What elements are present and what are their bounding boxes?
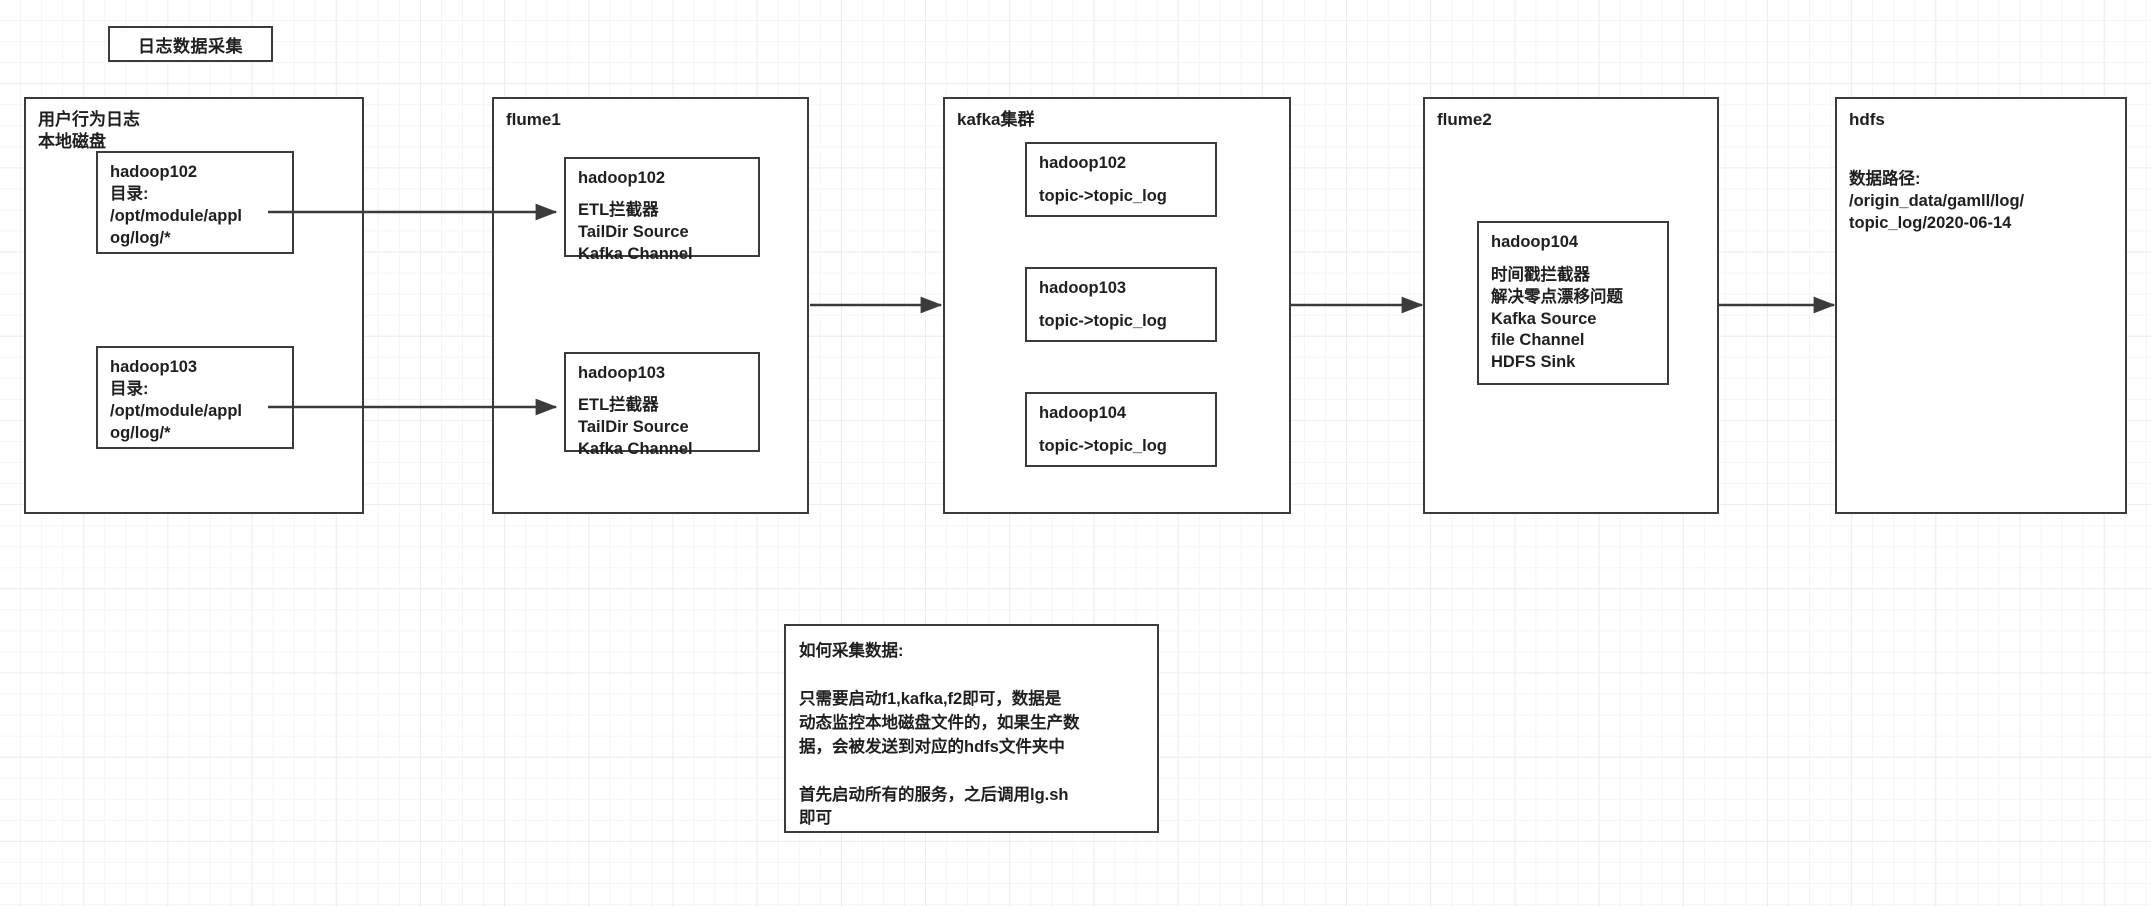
node-kafka-hadoop102-title: hadoop102	[1039, 154, 1127, 172]
node-flume1-hadoop102-body: ETL拦截器 TailDir Source Kafka Channel	[578, 201, 693, 263]
node-source-hadoop102-body: 目录: /opt/module/appl og/log/*	[110, 185, 242, 247]
node-kafka-hadoop104-body: topic->topic_log	[1039, 437, 1167, 455]
node-source-hadoop102[interactable]: hadoop102 目录: /opt/module/appl og/log/*	[96, 151, 294, 254]
diagram-title-label: 日志数据采集	[138, 36, 243, 56]
node-kafka-hadoop103[interactable]: hadoop103 topic->topic_log	[1025, 267, 1217, 342]
node-flume1-hadoop103-body: ETL拦截器 TailDir Source Kafka Channel	[578, 396, 693, 458]
node-flume1-hadoop103[interactable]: hadoop103 ETL拦截器 TailDir Source Kafka Ch…	[564, 352, 760, 458]
node-source-hadoop103[interactable]: hadoop103 目录: /opt/module/appl og/log/*	[96, 346, 294, 449]
diagram-title-box[interactable]: 日志数据采集	[108, 26, 273, 62]
node-flume2-hadoop104[interactable]: hadoop104 时间戳拦截器 解决零点漂移问题 Kafka Source f…	[1477, 221, 1669, 385]
node-source-hadoop103-title: hadoop103	[110, 358, 198, 376]
node-flume2-hadoop104-body: 时间戳拦截器 解决零点漂移问题 Kafka Source file Channe…	[1491, 266, 1623, 372]
node-kafka-hadoop104-title: hadoop104	[1039, 404, 1127, 422]
how-to-collect-note-box[interactable]: 如何采集数据: 只需要启动f1,kafka,f2即可，数据是 动态监控本地磁盘文…	[784, 624, 1159, 833]
node-flume1-hadoop102[interactable]: hadoop102 ETL拦截器 TailDir Source Kafka Ch…	[564, 157, 760, 263]
node-kafka-hadoop102[interactable]: hadoop102 topic->topic_log	[1025, 142, 1217, 217]
stage-kafka-container[interactable]: kafka集群 hadoop102 topic->topic_log hadoo…	[943, 97, 1291, 514]
node-kafka-hadoop103-title: hadoop103	[1039, 279, 1127, 297]
stage-hdfs-path-text: 数据路径: /origin_data/gamll/log/ topic_log/…	[1849, 170, 2025, 232]
node-kafka-hadoop103-body: topic->topic_log	[1039, 312, 1167, 330]
node-kafka-hadoop102-body: topic->topic_log	[1039, 187, 1167, 205]
node-kafka-hadoop104[interactable]: hadoop104 topic->topic_log	[1025, 392, 1217, 467]
stage-flume2-label: flume2	[1437, 110, 1492, 129]
stage-source-container[interactable]: 用户行为日志 本地磁盘 hadoop102 目录: /opt/module/ap…	[24, 97, 364, 514]
node-source-hadoop103-body: 目录: /opt/module/appl og/log/*	[110, 380, 242, 442]
stage-hdfs-label: hdfs	[1849, 110, 1885, 129]
stage-flume1-container[interactable]: flume1 hadoop102 ETL拦截器 TailDir Source K…	[492, 97, 809, 514]
stage-kafka-label: kafka集群	[957, 110, 1035, 129]
node-flume1-hadoop102-title: hadoop102	[578, 169, 666, 187]
node-flume1-hadoop103-title: hadoop103	[578, 364, 666, 382]
node-source-hadoop102-title: hadoop102	[110, 163, 198, 181]
how-to-collect-note-text: 如何采集数据: 只需要启动f1,kafka,f2即可，数据是 动态监控本地磁盘文…	[799, 642, 1080, 828]
stage-source-label: 用户行为日志 本地磁盘	[38, 110, 140, 151]
stage-flume2-container[interactable]: flume2 hadoop104 时间戳拦截器 解决零点漂移问题 Kafka S…	[1423, 97, 1719, 514]
stage-flume1-label: flume1	[506, 110, 561, 129]
stage-hdfs-container[interactable]: hdfs 数据路径: /origin_data/gamll/log/ topic…	[1835, 97, 2127, 514]
node-flume2-hadoop104-title: hadoop104	[1491, 233, 1579, 251]
